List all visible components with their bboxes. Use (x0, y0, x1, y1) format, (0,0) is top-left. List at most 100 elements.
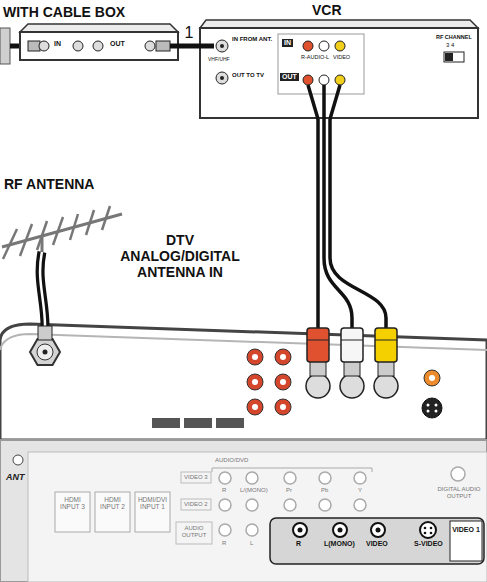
jack-pin (435, 404, 438, 407)
rca-plug-white (341, 328, 363, 362)
jack-label: L(MONO) (324, 540, 355, 548)
rca-jack (319, 75, 329, 85)
panel-ground (0, 440, 487, 582)
jack-label: IN (282, 39, 293, 47)
plug-grip (341, 340, 363, 341)
panel-jack (284, 499, 296, 511)
coax-cable (170, 44, 179, 49)
jack-label: HDMI INPUT 2 (96, 496, 129, 511)
coax-jack (216, 72, 228, 84)
jack-label: HDMI INPUT 3 (56, 496, 89, 511)
vcr-unit: VCRIN FROM ANT.VHF/UHFOUT TO TVINOUTR-AU… (200, 28, 478, 118)
cable-wire (330, 118, 386, 332)
jack-pin (298, 528, 303, 533)
rca-plug-yellow (375, 328, 397, 362)
group-bracket (212, 468, 372, 472)
panel-jack (371, 523, 385, 537)
coax-plug (156, 41, 170, 51)
jack-label: Y (358, 487, 362, 494)
rca-jack (319, 41, 329, 51)
jack-pin (338, 528, 343, 533)
jack-pin (427, 404, 430, 407)
panel-jack (219, 472, 231, 484)
jack-pin (424, 527, 427, 530)
coax-jack (39, 41, 49, 51)
jack-label: OUT (280, 73, 299, 81)
jack-pins (298, 527, 433, 535)
jack-label: S-VIDEO (414, 540, 443, 548)
video1-group (270, 518, 484, 564)
jack-label: OUT TO TV (232, 72, 264, 79)
plug-grips (307, 340, 397, 341)
cable-connector (178, 46, 200, 47)
jack-label: VIDEO (333, 54, 350, 60)
input-tag (450, 521, 482, 561)
coax-jack (93, 41, 103, 51)
part-label: RF ANTENNA (4, 176, 94, 192)
antenna-element (86, 210, 94, 235)
s-video-jack (422, 398, 442, 418)
panel-jack (354, 499, 366, 511)
jack-label: R (222, 487, 226, 494)
plug-grip (307, 340, 329, 341)
av-cable (308, 85, 340, 119)
ant-jack (13, 455, 23, 465)
part-label: DTV ANALOG/DIGITAL ANTENNA IN (115, 232, 245, 280)
s-video-jack (420, 522, 436, 538)
jack-pin (376, 528, 381, 533)
device-title: WITH CABLE BOX (3, 4, 125, 20)
panel-jack (219, 499, 231, 511)
hdmi-port (135, 492, 170, 532)
panel-inner (28, 452, 487, 582)
jack-label: R (222, 540, 226, 547)
hdmi-port (95, 492, 130, 532)
panel-jack (246, 524, 258, 536)
jack-hole (252, 404, 258, 410)
rca-jack (247, 349, 263, 365)
rca-jack (335, 75, 345, 85)
jack-label: IN FROM ANT. (232, 36, 272, 43)
hdmi-slot (216, 418, 244, 428)
jack-ring (340, 374, 364, 398)
switch-knob (445, 53, 453, 61)
rca-jack (275, 374, 291, 390)
panel-jack (451, 467, 465, 481)
jack-hole (252, 354, 258, 360)
jack-pin (435, 410, 438, 413)
cable-box: WITH CABLE BOXINOUT (20, 32, 178, 60)
jack-hole (429, 375, 435, 381)
jack-pin (430, 532, 433, 535)
panel-jack (319, 472, 331, 484)
tv-input-panel: ANTHDMI INPUT 3HDMI INPUT 2HDMI/DVI INPU… (0, 330, 487, 582)
antenna-element (102, 206, 110, 230)
video1-jacks (293, 522, 436, 538)
panel-jack (246, 472, 258, 484)
antenna-element (20, 224, 32, 256)
jack-hole (280, 354, 286, 360)
jack-label: L (250, 540, 253, 547)
box-body (20, 32, 178, 60)
rca-jack (247, 399, 263, 415)
coax-plug (38, 326, 52, 340)
jack-hole (252, 379, 258, 385)
rca-jack (335, 41, 345, 51)
antenna-elements (3, 206, 110, 259)
cable-wire (316, 118, 320, 332)
rca-jack (303, 41, 313, 51)
jack-label: IN (54, 40, 61, 48)
input-tag (176, 522, 212, 544)
channel-switch (444, 52, 464, 62)
jack-pin (424, 532, 427, 535)
jack-pin (430, 527, 433, 530)
jack-label: VIDEO 1 (452, 526, 480, 534)
rca-jack (275, 349, 291, 365)
vcr-lid (200, 20, 478, 28)
jack-label: VHF/UHF (208, 57, 230, 63)
jack-pin (220, 44, 224, 48)
jack-label: AUDIO OUTPUT (178, 525, 210, 539)
panel-jack (219, 524, 231, 536)
cable-wire (178, 44, 200, 49)
hdmi-slot (184, 418, 212, 428)
tv-bevel (0, 334, 487, 350)
